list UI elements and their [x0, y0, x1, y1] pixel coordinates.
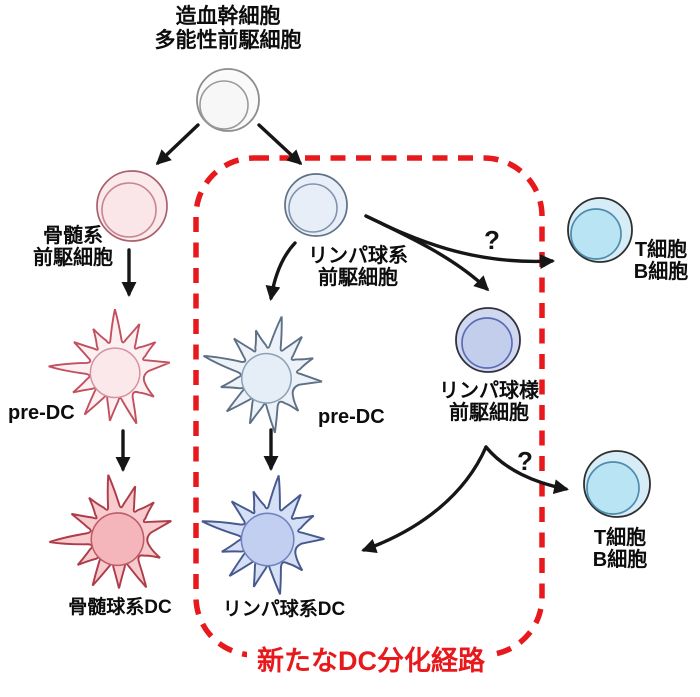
tb-cell-top	[567, 197, 633, 263]
myeloid-progenitor-label: 骨髄系 前駆細胞	[33, 225, 113, 270]
tb-bottom-label: T細胞 B細胞	[593, 527, 647, 572]
myeloid-progenitor-label-line1: 骨髄系	[43, 225, 103, 247]
arrow-stem-to-lymphoid	[257, 123, 303, 166]
lymphoid-progenitor-label-line1: リンパ球系	[308, 245, 408, 267]
arrow-lymphoid-to-lymphoid-like	[364, 214, 490, 292]
arrow-lymphoid-like-to-tb-bottom	[484, 445, 569, 495]
lymphoid-like-label-line1: リンパ球様	[439, 380, 539, 402]
myeloid-dc-cell	[49, 474, 172, 589]
arrow-lymphoid-like-to-lymphoid-dc	[361, 445, 488, 554]
myeloid-progenitor-label-line2: 前駆細胞	[33, 247, 113, 270]
stem-cell	[196, 68, 260, 132]
myeloid-progenitor-cell	[96, 170, 168, 242]
pre-dc-lymphoid-cell	[203, 316, 323, 434]
lymphoid-dc-cell	[201, 475, 325, 595]
lymphoid-progenitor-label: リンパ球系 前駆細胞	[308, 245, 408, 290]
new-pathway-dashed-frame	[193, 155, 545, 658]
question-mark-top: ?	[484, 225, 500, 255]
arrows	[115, 123, 569, 554]
pre-dc-left-label: pre-DC	[8, 402, 75, 424]
lymphoid-progenitor-cell	[284, 173, 348, 237]
stem-cell-label-line2: 多能性前駆細胞	[154, 28, 302, 52]
lymphoid-like-label-line2: 前駆細胞	[449, 402, 529, 425]
pre-dc-mid-label: pre-DC	[318, 406, 385, 428]
stem-cell-label-line1: 造血幹細胞	[175, 5, 281, 28]
tb-top-label-line1: T細胞	[634, 239, 688, 261]
arrow-lymphoid-to-predc	[265, 241, 297, 301]
tb-cell-bottom	[583, 450, 651, 518]
new-dc-pathway-label: 新たなDC分化経路	[247, 646, 495, 678]
tb-top-label-line2: B細胞	[633, 261, 689, 284]
myeloid-dc-label: 骨髄球系DC	[68, 597, 172, 618]
lymphoid-like-progenitor-cell	[455, 307, 521, 373]
lymphoid-like-progenitor-label: リンパ球様 前駆細胞	[439, 380, 539, 425]
lymphoid-dc-label: リンパ球系DC	[222, 599, 346, 620]
pre-dc-myeloid-cell	[48, 308, 171, 425]
question-mark-bottom: ?	[517, 446, 533, 476]
tb-top-label: T細胞 B細胞	[634, 239, 688, 284]
tb-bottom-label-line2: B細胞	[592, 549, 648, 572]
lymphoid-progenitor-label-line2: 前駆細胞	[318, 267, 398, 290]
stem-cell-label: 造血幹細胞 多能性前駆細胞	[155, 5, 302, 52]
arrow-stem-to-myeloid	[155, 123, 200, 166]
tb-bottom-label-line1: T細胞	[593, 527, 647, 549]
